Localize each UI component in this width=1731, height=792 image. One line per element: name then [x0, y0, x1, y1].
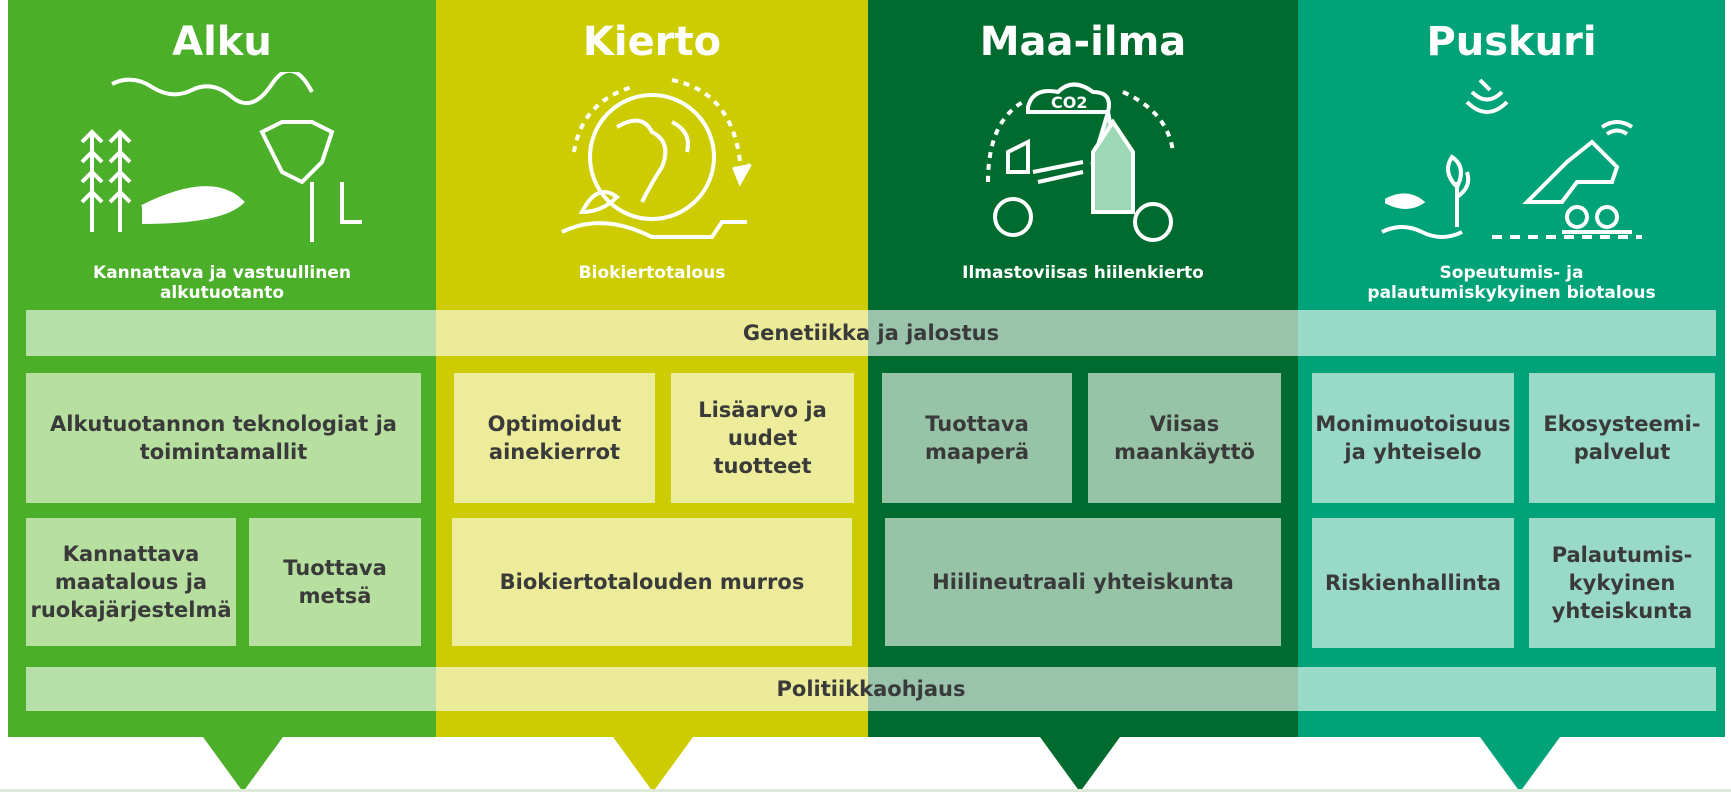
box-puskuri-resilient-society: Palautumis-kykyinen yhteiskunta: [1529, 518, 1715, 648]
column-subtitle: Biokiertotalous: [578, 263, 726, 283]
band-policy: Politiikkaohjaus: [26, 667, 1716, 711]
arrow-kierto: [613, 737, 693, 792]
column-title: Maa-ilma: [979, 19, 1187, 65]
box-maailma-soil: Tuottava maaperä: [882, 373, 1072, 503]
bottom-divider: [0, 789, 1731, 792]
arrow-alku: [203, 737, 283, 792]
box-maailma-land-use: Viisas maankäyttö: [1088, 373, 1281, 503]
arrow-puskuri: [1480, 737, 1560, 792]
resilience-icon: [1380, 78, 1642, 239]
box-kierto-nutrient-cycles: Optimoidut ainekierrot: [454, 373, 655, 503]
box-puskuri-biodiversity: Monimuotoisuus ja yhteiselo: [1312, 373, 1514, 503]
box-kierto-added-value: Lisäarvo ja uudet tuotteet: [671, 373, 854, 503]
svg-text:CO2: CO2: [1051, 93, 1087, 112]
box-alku-technology: Alkutuotannon teknologiat ja toimintamal…: [26, 373, 421, 503]
column-subtitle: Kannattava ja vastuullinen alkutuotanto: [93, 263, 351, 303]
box-puskuri-risk: Riskienhallinta: [1312, 518, 1514, 648]
box-maailma-carbon-neutral: Hiilineutraali yhteiskunta: [885, 518, 1281, 646]
carbon-cycle-icon: CO2: [986, 82, 1175, 242]
column-title: Kierto: [582, 19, 722, 65]
column-title: Alku: [172, 19, 272, 65]
column-subtitle: Ilmastoviisas hiilenkierto: [962, 263, 1204, 283]
box-alku-agriculture: Kannattava maatalous ja ruokajärjestelmä: [26, 518, 236, 646]
globe-cycle-icon: [561, 78, 752, 239]
box-alku-forest: Tuottava metsä: [249, 518, 421, 646]
arrow-maailma: [1040, 737, 1120, 792]
column-title: Puskuri: [1426, 19, 1597, 65]
band-genetics: Genetiikka ja jalostus: [26, 310, 1716, 356]
box-puskuri-ecosystem: Ekosysteemi-palvelut: [1529, 373, 1715, 503]
farm-icon: [80, 72, 362, 242]
box-kierto-transition: Biokiertotalouden murros: [452, 518, 852, 646]
column-subtitle: Sopeutumis- ja palautumiskykyinen biotal…: [1367, 263, 1656, 303]
